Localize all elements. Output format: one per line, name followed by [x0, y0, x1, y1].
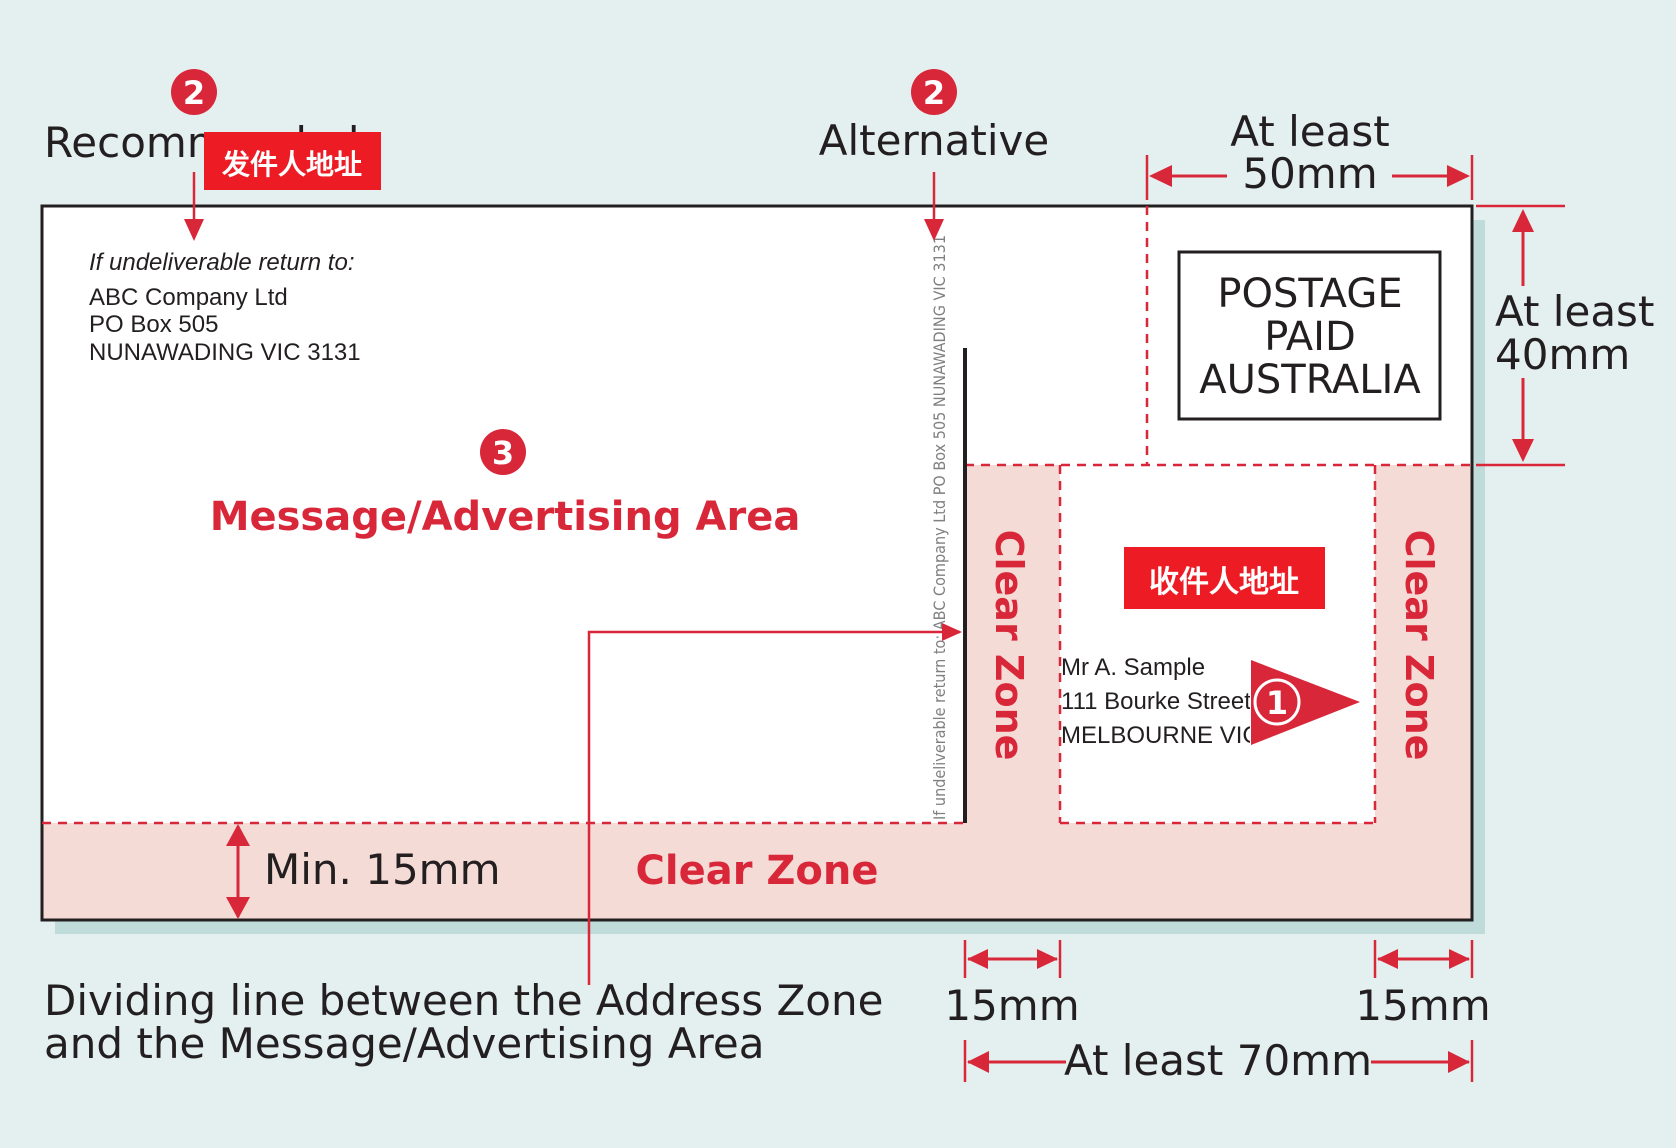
arrow-head-icon [967, 949, 988, 969]
numbered-circle-icon [1253, 678, 1301, 726]
recipient-tag [1124, 547, 1325, 609]
height-label-2: 40mm [1495, 330, 1630, 379]
postage-line-1: POSTAGE [1217, 271, 1402, 317]
arrow-head-icon [1512, 439, 1534, 462]
arrow-head-icon [1037, 949, 1058, 969]
arrow-head-icon [924, 219, 944, 241]
numbered-circle-icon [480, 429, 526, 475]
recipient-line-1: Mr A. Sample [1061, 654, 1205, 681]
arrow-head-icon [1448, 1051, 1470, 1073]
envelope-border [40, 204, 1474, 922]
dividing-line-pointer [587, 630, 960, 985]
width-label-1: At least [1230, 107, 1389, 156]
recipient-line-3: MELBOURNE VIC 3000 [1061, 722, 1320, 749]
numbered-circle-icon [171, 69, 217, 115]
return-line-1: ABC Company Ltd [89, 284, 288, 311]
arrow-head-icon [942, 623, 962, 641]
sender-tag-text: 发件人地址 [221, 148, 362, 181]
clear-zone-bottom-label: Clear Zone [636, 848, 879, 894]
clear-zone-area [42, 465, 1472, 920]
marker-alternative: 2 [923, 74, 945, 112]
return-line-2: PO Box 505 [89, 311, 218, 338]
dividing-line-caption-2: and the Message/Advertising Area [44, 1019, 764, 1068]
arrow-head-icon [1449, 949, 1470, 969]
marker-address: 1 [1266, 684, 1288, 722]
return-heading: If undeliverable return to: [89, 249, 355, 276]
return-line-3: NUNAWADING VIC 3131 [89, 339, 361, 366]
marker-recommended: 2 [183, 74, 205, 112]
zone-boundaries [42, 206, 1472, 825]
recipient-line-2: 111 Bourke Street [1061, 688, 1251, 715]
height-label-backdrop [1494, 286, 1664, 378]
postage-paid-box [1177, 250, 1442, 421]
arrow-head-icon [1377, 949, 1398, 969]
arrow-head-icon [1149, 165, 1172, 187]
postage-line-3: AUSTRALIA [1199, 357, 1421, 403]
width70-label: At least 70mm [1064, 1036, 1372, 1085]
arrow-head-icon [226, 897, 250, 919]
width-label-2: 50mm [1242, 149, 1377, 198]
left-15mm-label: 15mm [944, 981, 1079, 1030]
sender-tag [204, 132, 381, 190]
height-label-1: At least [1495, 287, 1654, 336]
arrow-head-icon [967, 1051, 989, 1073]
marker-message: 3 [492, 434, 514, 472]
alternative-label: Alternative [819, 116, 1049, 165]
min-15mm-label: Min. 15mm [264, 845, 501, 894]
message-area-label: Message/Advertising Area [210, 494, 801, 540]
arrow-head-icon [226, 824, 250, 846]
arrow-head-icon [1447, 165, 1470, 187]
postage-line-2: PAID [1264, 314, 1356, 360]
arrow-head-icon [1512, 209, 1534, 232]
numbered-circle-icon [911, 69, 957, 115]
recipient-tag-text: 收件人地址 [1149, 565, 1299, 600]
arrow-head-icon [184, 219, 204, 241]
right-15mm-label: 15mm [1355, 981, 1490, 1030]
dividing-line-caption-1: Dividing line between the Address Zone [44, 976, 883, 1025]
vertical-return-address: If undeliverable return to: ABC Company … [930, 235, 949, 820]
clear-zone-right-a-label: Clear Zone [987, 530, 1031, 761]
clear-zone-right-b-label: Clear Zone [1397, 530, 1441, 761]
